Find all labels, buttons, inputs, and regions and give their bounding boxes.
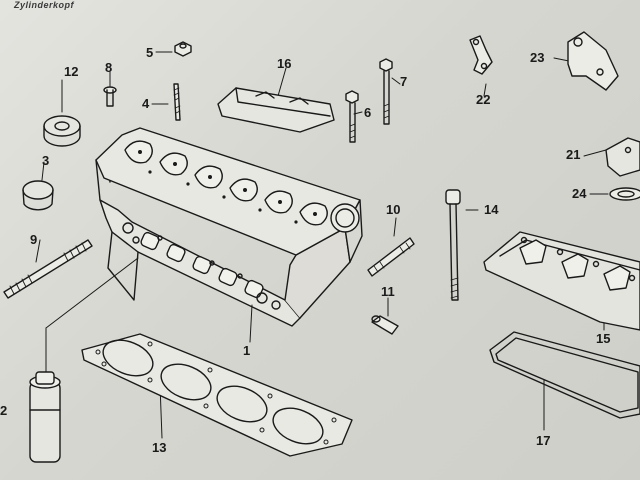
stud-angled-drawing (367, 237, 415, 277)
callout-part-12: 12 (64, 64, 79, 79)
callout-part-14: 14 (484, 202, 499, 217)
callout-part-7: 7 (400, 74, 408, 89)
callout-part-10: 10 (386, 202, 401, 217)
stud-short-drawing (173, 83, 181, 121)
lifting-bracket-drawing (567, 31, 619, 91)
callout-part-3: 3 (42, 153, 50, 168)
valve-cover-gasket-drawing (489, 331, 640, 419)
heat-shield-drawing (217, 87, 335, 133)
callout-part-15: 15 (596, 331, 611, 346)
washer-drawing (609, 187, 640, 201)
callout-part-23: 23 (530, 50, 545, 65)
nut-drawing (174, 41, 192, 57)
callout-part-22: 22 (476, 92, 491, 107)
bolt-short-drawing (345, 90, 359, 143)
callout-part-8: 8 (105, 60, 113, 75)
callout-part-17: 17 (536, 433, 551, 448)
callout-part-16: 16 (277, 56, 292, 71)
callout-part-5: 5 (146, 45, 154, 60)
callout-part-2: 2 (0, 403, 8, 418)
dowel-sleeve-drawing (371, 315, 399, 335)
guide-tube-drawing (29, 371, 61, 463)
callout-part-1: 1 (243, 343, 251, 358)
valve-cover-drawing (483, 231, 640, 331)
head-bolt-drawing (445, 189, 461, 301)
small-screw-drawing (103, 86, 117, 107)
callout-part-9: 9 (30, 232, 38, 247)
callout-part-24: 24 (572, 186, 587, 201)
stud-long-drawing (3, 239, 93, 299)
callout-part-11: 11 (381, 284, 395, 299)
callout-part-4: 4 (142, 96, 150, 111)
callout-part-21: 21 (566, 147, 581, 162)
small-bracket-drawing (469, 35, 493, 75)
bolt-long-drawing (379, 58, 393, 125)
seal-ring-drawing (43, 115, 81, 147)
cylinder-head-drawing (95, 127, 363, 327)
callout-part-6: 6 (364, 105, 372, 120)
sensor-housing-drawing (605, 137, 640, 177)
callout-part-13: 13 (152, 440, 167, 455)
page-header-text: Zylinderkopf (14, 0, 75, 10)
head-gasket-drawing (81, 333, 353, 457)
cap-drawing (22, 180, 54, 211)
